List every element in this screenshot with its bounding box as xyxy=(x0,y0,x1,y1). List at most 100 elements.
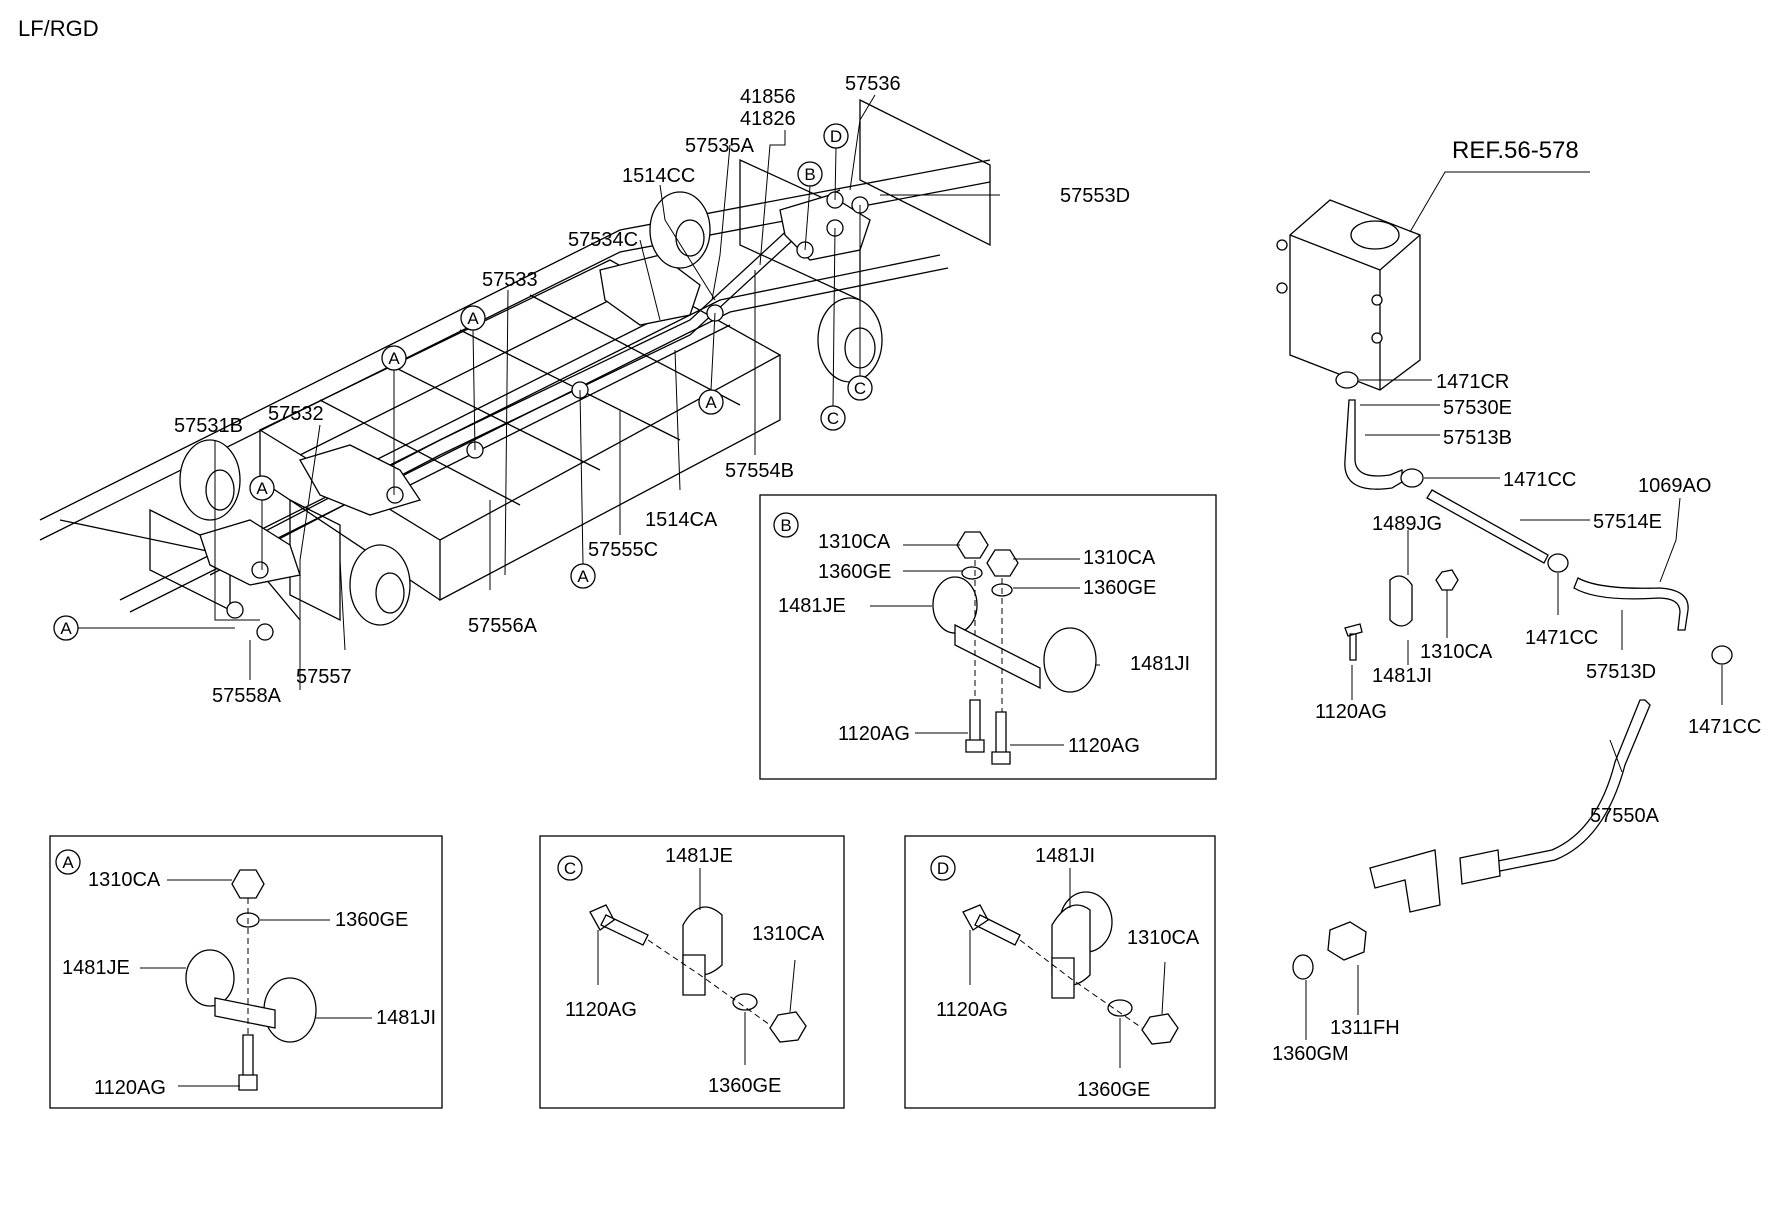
svg-text:D: D xyxy=(937,859,949,878)
label-1310ca: 1310CA xyxy=(1083,547,1156,569)
label-1360ge: 1360GE xyxy=(1083,577,1156,599)
washer-icon xyxy=(1292,954,1314,980)
label-1514ca: 1514CA xyxy=(645,509,718,531)
bolt-icon xyxy=(965,699,985,753)
rubber-clip-icon xyxy=(932,576,1097,693)
label-1481ji: 1481JI xyxy=(1372,665,1432,687)
svg-text:A: A xyxy=(705,393,717,412)
bolt-icon xyxy=(991,711,1011,765)
label-1360ge: 1360GE xyxy=(335,909,408,931)
bolt-icon xyxy=(238,1034,258,1091)
hose-clamp-icon xyxy=(1711,645,1733,665)
label-1120ag: 1120AG xyxy=(1315,701,1387,723)
label-57556a: 57556A xyxy=(468,615,538,637)
callout-c: C xyxy=(847,375,873,401)
svg-text:B: B xyxy=(804,165,815,184)
frame-labels: 41856 41826 57536 57535A 1514CC 57553D 5… xyxy=(174,73,1130,707)
svg-text:C: C xyxy=(854,379,866,398)
label-1360gm: 1360GM xyxy=(1272,1043,1349,1065)
label-1120ag: 1120AG xyxy=(838,723,910,745)
washer-icon xyxy=(732,993,758,1011)
hex-nut-icon xyxy=(1435,569,1459,591)
callout-a: A xyxy=(249,475,275,501)
svg-text:A: A xyxy=(256,479,268,498)
label-1310ca: 1310CA xyxy=(752,923,825,945)
label-1481ji: 1481JI xyxy=(1130,653,1190,675)
bolt-icon xyxy=(1344,623,1363,661)
label-57533: 57533 xyxy=(482,269,538,291)
svg-text:A: A xyxy=(60,619,72,638)
label-57554b: 57554B xyxy=(725,460,794,482)
frame-callouts: A A A A A A B D C C xyxy=(53,123,873,641)
hex-nut-icon xyxy=(986,549,1019,577)
label-41826: 41826 xyxy=(740,108,796,130)
label-1471cr: 1471CR xyxy=(1436,371,1509,393)
label-1120ag: 1120AG xyxy=(94,1077,166,1099)
washer-fluid-reservoir-icon xyxy=(1276,199,1421,391)
label-1310ca: 1310CA xyxy=(1420,641,1493,663)
callout-b: B xyxy=(773,512,799,538)
callout-d: D xyxy=(823,123,849,149)
label-41856: 41856 xyxy=(740,86,796,108)
label-57513d: 57513D xyxy=(1586,661,1656,683)
hose-clamp-icon xyxy=(1547,553,1569,573)
label-1120ag: 1120AG xyxy=(936,999,1008,1021)
svg-text:C: C xyxy=(564,859,576,878)
callout-c: C xyxy=(820,405,846,431)
label-57553d: 57553D xyxy=(1060,185,1130,207)
label-1069ao: 1069AO xyxy=(1638,475,1711,497)
hose-clamp-icon xyxy=(1400,468,1424,488)
label-1471cc: 1471CC xyxy=(1688,716,1761,738)
label-ref-56-578: REF.56-578 xyxy=(1452,137,1579,164)
hex-nut-icon xyxy=(231,869,265,899)
label-1489jg: 1489JG xyxy=(1372,513,1442,535)
label-57550a: 57550A xyxy=(1590,805,1660,827)
label-1481je: 1481JE xyxy=(778,595,846,617)
label-1481ji: 1481JI xyxy=(376,1007,436,1029)
callout-a: A xyxy=(55,849,81,875)
label-57534c: 57534C xyxy=(568,229,638,251)
label-1310ca: 1310CA xyxy=(1127,927,1200,949)
detail-d-panel: D 1481JI 1310CA 1120AG 1360GE xyxy=(904,835,1216,1109)
label-57536: 57536 xyxy=(845,73,901,95)
label-57530e: 57530E xyxy=(1443,397,1512,419)
bolt-icon xyxy=(962,904,1021,946)
callout-a: A xyxy=(381,345,407,371)
callout-a: A xyxy=(53,615,79,641)
label-57514e: 57514E xyxy=(1593,511,1662,533)
label-57558a: 57558A xyxy=(212,685,282,707)
label-57535a: 57535A xyxy=(685,135,755,157)
label-1311fh: 1311FH xyxy=(1330,1017,1400,1039)
callout-a: A xyxy=(460,305,486,331)
label-1514cc: 1514CC xyxy=(622,165,695,187)
rubber-clip-icon xyxy=(1389,575,1413,627)
rubber-clip-icon xyxy=(185,949,317,1043)
svg-text:A: A xyxy=(62,853,74,872)
label-1360ge: 1360GE xyxy=(708,1075,781,1097)
label-1310ca: 1310CA xyxy=(88,869,161,891)
tire-icon xyxy=(179,191,883,626)
rubber-clip-icon xyxy=(682,906,723,996)
washer-icon xyxy=(1107,999,1133,1017)
chassis-frame xyxy=(39,98,991,641)
detail-a-panel: A 1310CA 1360GE 1481JE 1481JI 1120AG xyxy=(49,835,443,1109)
label-1360ge: 1360GE xyxy=(1077,1079,1150,1101)
hex-nut-icon xyxy=(1141,1013,1179,1045)
washer-icon xyxy=(961,566,983,580)
label-57532: 57532 xyxy=(268,403,324,425)
callout-b: B xyxy=(797,161,823,187)
hex-nut-icon xyxy=(1327,921,1367,961)
svg-text:C: C xyxy=(827,409,839,428)
rubber-clip-icon xyxy=(1051,891,1113,999)
model-code-label: LF/RGD xyxy=(18,16,99,41)
callout-d: D xyxy=(930,855,956,881)
svg-text:A: A xyxy=(388,349,400,368)
svg-text:D: D xyxy=(830,127,842,146)
label-1360ge: 1360GE xyxy=(818,561,891,583)
svg-text:A: A xyxy=(577,567,589,586)
label-1120ag: 1120AG xyxy=(1068,735,1140,757)
label-1481je: 1481JE xyxy=(62,957,130,979)
label-57557: 57557 xyxy=(296,666,352,688)
label-57513b: 57513B xyxy=(1443,427,1512,449)
